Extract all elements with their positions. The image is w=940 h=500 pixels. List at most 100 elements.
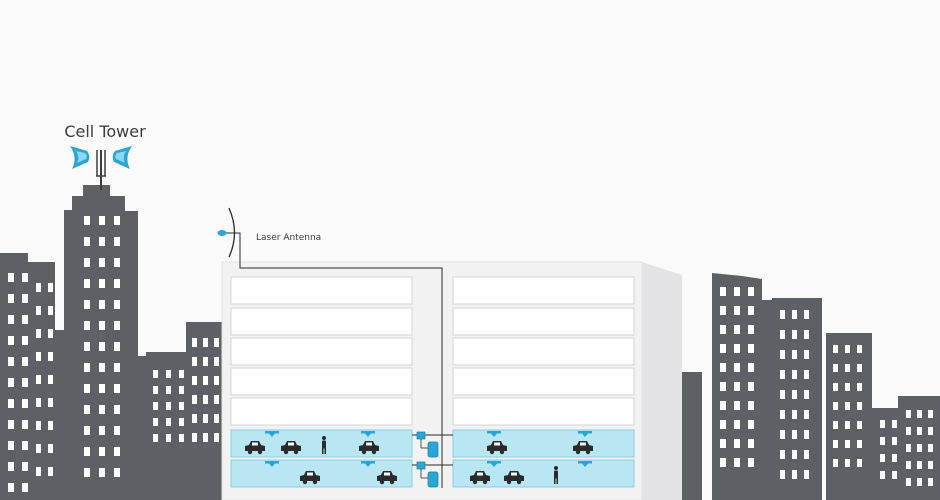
window bbox=[203, 338, 208, 347]
window bbox=[792, 330, 797, 339]
window bbox=[8, 273, 14, 282]
window bbox=[48, 283, 53, 292]
window bbox=[845, 364, 850, 372]
car-wheel bbox=[371, 449, 377, 455]
window bbox=[880, 471, 885, 479]
window bbox=[114, 258, 120, 267]
window bbox=[114, 426, 120, 435]
window bbox=[84, 237, 90, 246]
window bbox=[833, 383, 838, 391]
window bbox=[734, 287, 740, 296]
window bbox=[928, 461, 933, 469]
window bbox=[734, 401, 740, 410]
window bbox=[99, 384, 105, 393]
window bbox=[36, 352, 41, 361]
window bbox=[748, 401, 754, 410]
car-icon bbox=[470, 471, 490, 485]
indoor-antenna-icon bbox=[487, 461, 501, 467]
window bbox=[114, 321, 120, 330]
person-head bbox=[554, 466, 558, 470]
indoor-antenna-plate bbox=[578, 461, 592, 464]
window bbox=[892, 471, 897, 479]
repeater-icon bbox=[416, 431, 439, 458]
window bbox=[99, 216, 105, 225]
window bbox=[792, 310, 797, 319]
car-wheel bbox=[585, 449, 591, 455]
window bbox=[780, 350, 785, 359]
car-windshield bbox=[252, 442, 258, 446]
car-body bbox=[281, 441, 301, 451]
car-wheel bbox=[389, 479, 395, 485]
car-icon bbox=[504, 471, 524, 485]
window bbox=[917, 427, 922, 435]
window bbox=[192, 414, 197, 423]
window bbox=[748, 306, 754, 315]
window bbox=[8, 336, 14, 345]
right-building-1 bbox=[680, 372, 702, 500]
right-building-5 bbox=[826, 333, 872, 500]
window bbox=[720, 325, 726, 334]
indoor-antenna-plate bbox=[487, 431, 501, 434]
window bbox=[857, 459, 862, 467]
window bbox=[857, 402, 862, 410]
car-windshield bbox=[477, 472, 483, 476]
signal-wave-icon bbox=[112, 146, 132, 169]
window bbox=[203, 376, 208, 385]
indoor-antenna-cone bbox=[269, 433, 275, 437]
indoor-antenna-icon bbox=[578, 461, 592, 467]
window bbox=[792, 470, 797, 479]
car-windshield bbox=[494, 442, 500, 446]
window bbox=[48, 398, 53, 407]
window bbox=[748, 287, 754, 296]
car-wheel bbox=[361, 449, 367, 455]
office-floor-panel bbox=[452, 307, 635, 336]
window bbox=[36, 375, 41, 384]
laser-antenna-label: Laser Antenna bbox=[256, 233, 321, 243]
window bbox=[179, 418, 184, 426]
window bbox=[48, 467, 53, 476]
window bbox=[792, 450, 797, 459]
car-windshield bbox=[366, 442, 372, 446]
window bbox=[780, 330, 785, 339]
car-windshield bbox=[580, 442, 586, 446]
window bbox=[84, 426, 90, 435]
window bbox=[906, 444, 911, 452]
car-icon bbox=[487, 441, 507, 455]
car-icon bbox=[359, 441, 379, 455]
window bbox=[845, 459, 850, 467]
window bbox=[214, 414, 219, 423]
window bbox=[734, 439, 740, 448]
window bbox=[36, 467, 41, 476]
window bbox=[99, 279, 105, 288]
car-icon bbox=[281, 441, 301, 455]
parking-floors bbox=[230, 429, 635, 488]
window bbox=[114, 468, 120, 477]
window bbox=[8, 357, 14, 366]
car-icon bbox=[245, 441, 265, 455]
window bbox=[114, 216, 120, 225]
repeater-unit bbox=[416, 431, 426, 440]
office-floor-panel bbox=[230, 307, 413, 336]
window bbox=[734, 344, 740, 353]
window bbox=[48, 352, 53, 361]
window bbox=[203, 414, 208, 423]
window bbox=[928, 427, 933, 435]
window bbox=[833, 421, 838, 429]
indoor-antenna-icon bbox=[361, 461, 375, 467]
window bbox=[48, 329, 53, 338]
person-leg bbox=[324, 448, 326, 454]
window bbox=[203, 433, 208, 442]
office-floor-panel bbox=[230, 337, 413, 366]
window bbox=[84, 468, 90, 477]
car-body bbox=[377, 471, 397, 481]
window bbox=[857, 440, 862, 448]
window bbox=[99, 342, 105, 351]
indoor-antenna-plate bbox=[265, 461, 279, 464]
person-leg bbox=[554, 478, 556, 484]
window bbox=[833, 402, 838, 410]
indoor-antenna-icon bbox=[487, 431, 501, 437]
window bbox=[166, 434, 171, 442]
car-wheel bbox=[516, 479, 522, 485]
window bbox=[114, 447, 120, 456]
